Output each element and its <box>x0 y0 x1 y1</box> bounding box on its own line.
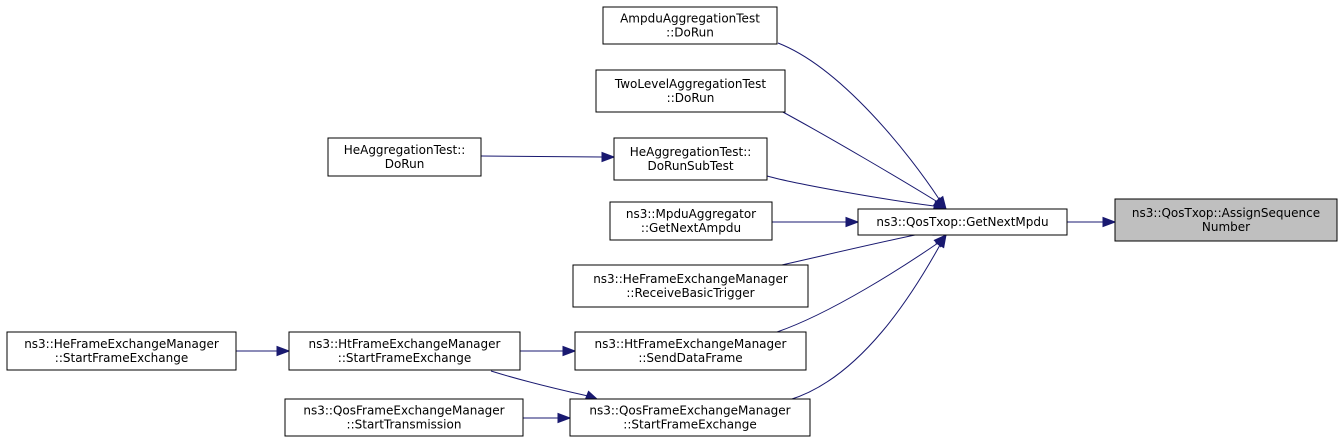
edge-line <box>777 42 940 200</box>
edge-mpduagg-to-getnextmpdu <box>772 216 860 228</box>
arrowhead <box>276 345 291 357</box>
node-ht_senddata[interactable]: ns3::HtFrameExchangeManager::SendDataFra… <box>574 331 807 371</box>
node-label-line: ::DoRun <box>667 91 715 105</box>
node-getnextmpdu[interactable]: ns3::QosTxop::GetNextMpdu <box>857 208 1068 236</box>
node-he_recvtrig[interactable]: ns3::HeFrameExchangeManager::ReceiveBasi… <box>572 264 809 308</box>
edge-line <box>780 110 937 202</box>
edge-line <box>766 175 935 207</box>
node-label-line: ns3::HeFrameExchangeManager <box>24 337 219 351</box>
node-label-line: ns3::QosTxop::AssignSequence <box>1132 206 1320 220</box>
node-label-line: ns3::QosTxop::GetNextMpdu <box>876 215 1048 229</box>
node-mpduagg[interactable]: ns3::MpduAggregator::GetNextAmpdu <box>609 201 773 241</box>
node-label-line: ns3::HtFrameExchangeManager <box>309 337 501 351</box>
edge-ht_startfe-to-ht_senddata <box>520 345 577 357</box>
node-label-line: ns3::QosFrameExchangeManager <box>589 404 790 418</box>
edge-he_subtest-to-getnextmpdu <box>766 175 948 212</box>
node-box <box>609 201 773 241</box>
edge-line <box>490 370 589 397</box>
arrowhead <box>557 412 572 424</box>
node-he_startfe[interactable]: ns3::HeFrameExchangeManager::StartFrameE… <box>6 331 237 371</box>
node-label-line: ns3::HtFrameExchangeManager <box>595 337 787 351</box>
node-ht_startfe[interactable]: ns3::HtFrameExchangeManager::StartFrameE… <box>288 331 521 371</box>
node-box <box>613 137 768 181</box>
node-label-line: ns3::HeFrameExchangeManager <box>593 272 788 286</box>
node-box <box>857 208 1068 236</box>
node-label-line: DoRun <box>385 157 425 171</box>
edge-he_dorun-to-he_subtest <box>480 151 616 163</box>
node-box <box>569 398 811 437</box>
node-label-line: ::ReceiveBasicTrigger <box>626 286 754 300</box>
edge-getnextmpdu-to-assign <box>1067 216 1117 228</box>
node-box <box>595 69 786 113</box>
edge-ht_startfe-to-qos_startfe <box>490 370 600 401</box>
node-label-line: ::GetNextAmpdu <box>641 221 741 235</box>
node-box <box>1114 198 1338 242</box>
arrowhead <box>601 151 616 163</box>
node-he_dorun[interactable]: HeAggregationTest::DoRun <box>327 137 482 177</box>
node-label-line: HeAggregationTest:: <box>344 143 466 157</box>
node-label-line: ns3::MpduAggregator <box>626 207 756 221</box>
node-twolevel_dorun[interactable]: TwoLevelAggregationTest::DoRun <box>595 69 786 113</box>
node-box <box>327 137 482 177</box>
node-label-line: HeAggregationTest:: <box>630 145 752 159</box>
arrowhead <box>845 216 860 228</box>
node-qos_starttx[interactable]: ns3::QosFrameExchangeManager::StartTrans… <box>284 398 524 437</box>
node-label-line: ::StartFrameExchange <box>623 418 756 432</box>
node-label-line: ::SendDataFrame <box>638 351 742 365</box>
node-label-line: ::StartFrameExchange <box>338 351 471 365</box>
edge-qos_startfe-to-getnextmpdu <box>788 233 947 401</box>
edge-qos_starttx-to-qos_startfe <box>523 412 572 424</box>
node-label-line: TwoLevelAggregationTest <box>614 77 767 91</box>
edge-he_startfe-to-ht_startfe <box>236 345 291 357</box>
arrowhead <box>1102 216 1117 228</box>
node-ampdu_dorun[interactable]: AmpduAggregationTest::DoRun <box>602 6 778 45</box>
arrowhead <box>562 345 577 357</box>
node-label-line: ::StartFrameExchange <box>55 351 188 365</box>
node-box <box>602 6 778 45</box>
edge-line <box>788 244 941 401</box>
node-box <box>574 331 807 371</box>
node-qos_startfe[interactable]: ns3::QosFrameExchangeManager::StartFrame… <box>569 398 811 437</box>
node-box <box>284 398 524 437</box>
edge-line <box>480 155 603 158</box>
nodes-layer: ns3::QosTxop::AssignSequenceNumberns3::Q… <box>6 6 1338 437</box>
node-label-line: AmpduAggregationTest <box>620 12 760 26</box>
node-label-line: ::DoRun <box>666 26 714 40</box>
edge-twolevel_dorun-to-getnextmpdu <box>780 110 948 210</box>
arrowhead <box>935 233 947 249</box>
node-label-line: ns3::QosFrameExchangeManager <box>303 404 504 418</box>
node-box <box>572 264 809 308</box>
node-label-line: Number <box>1202 220 1250 234</box>
node-label-line: DoRunSubTest <box>647 159 733 173</box>
edge-line <box>776 242 939 333</box>
node-he_subtest[interactable]: HeAggregationTest::DoRunSubTest <box>613 137 768 181</box>
node-box <box>288 331 521 371</box>
node-box <box>6 331 237 371</box>
node-label-line: ::StartTransmission <box>347 418 462 432</box>
